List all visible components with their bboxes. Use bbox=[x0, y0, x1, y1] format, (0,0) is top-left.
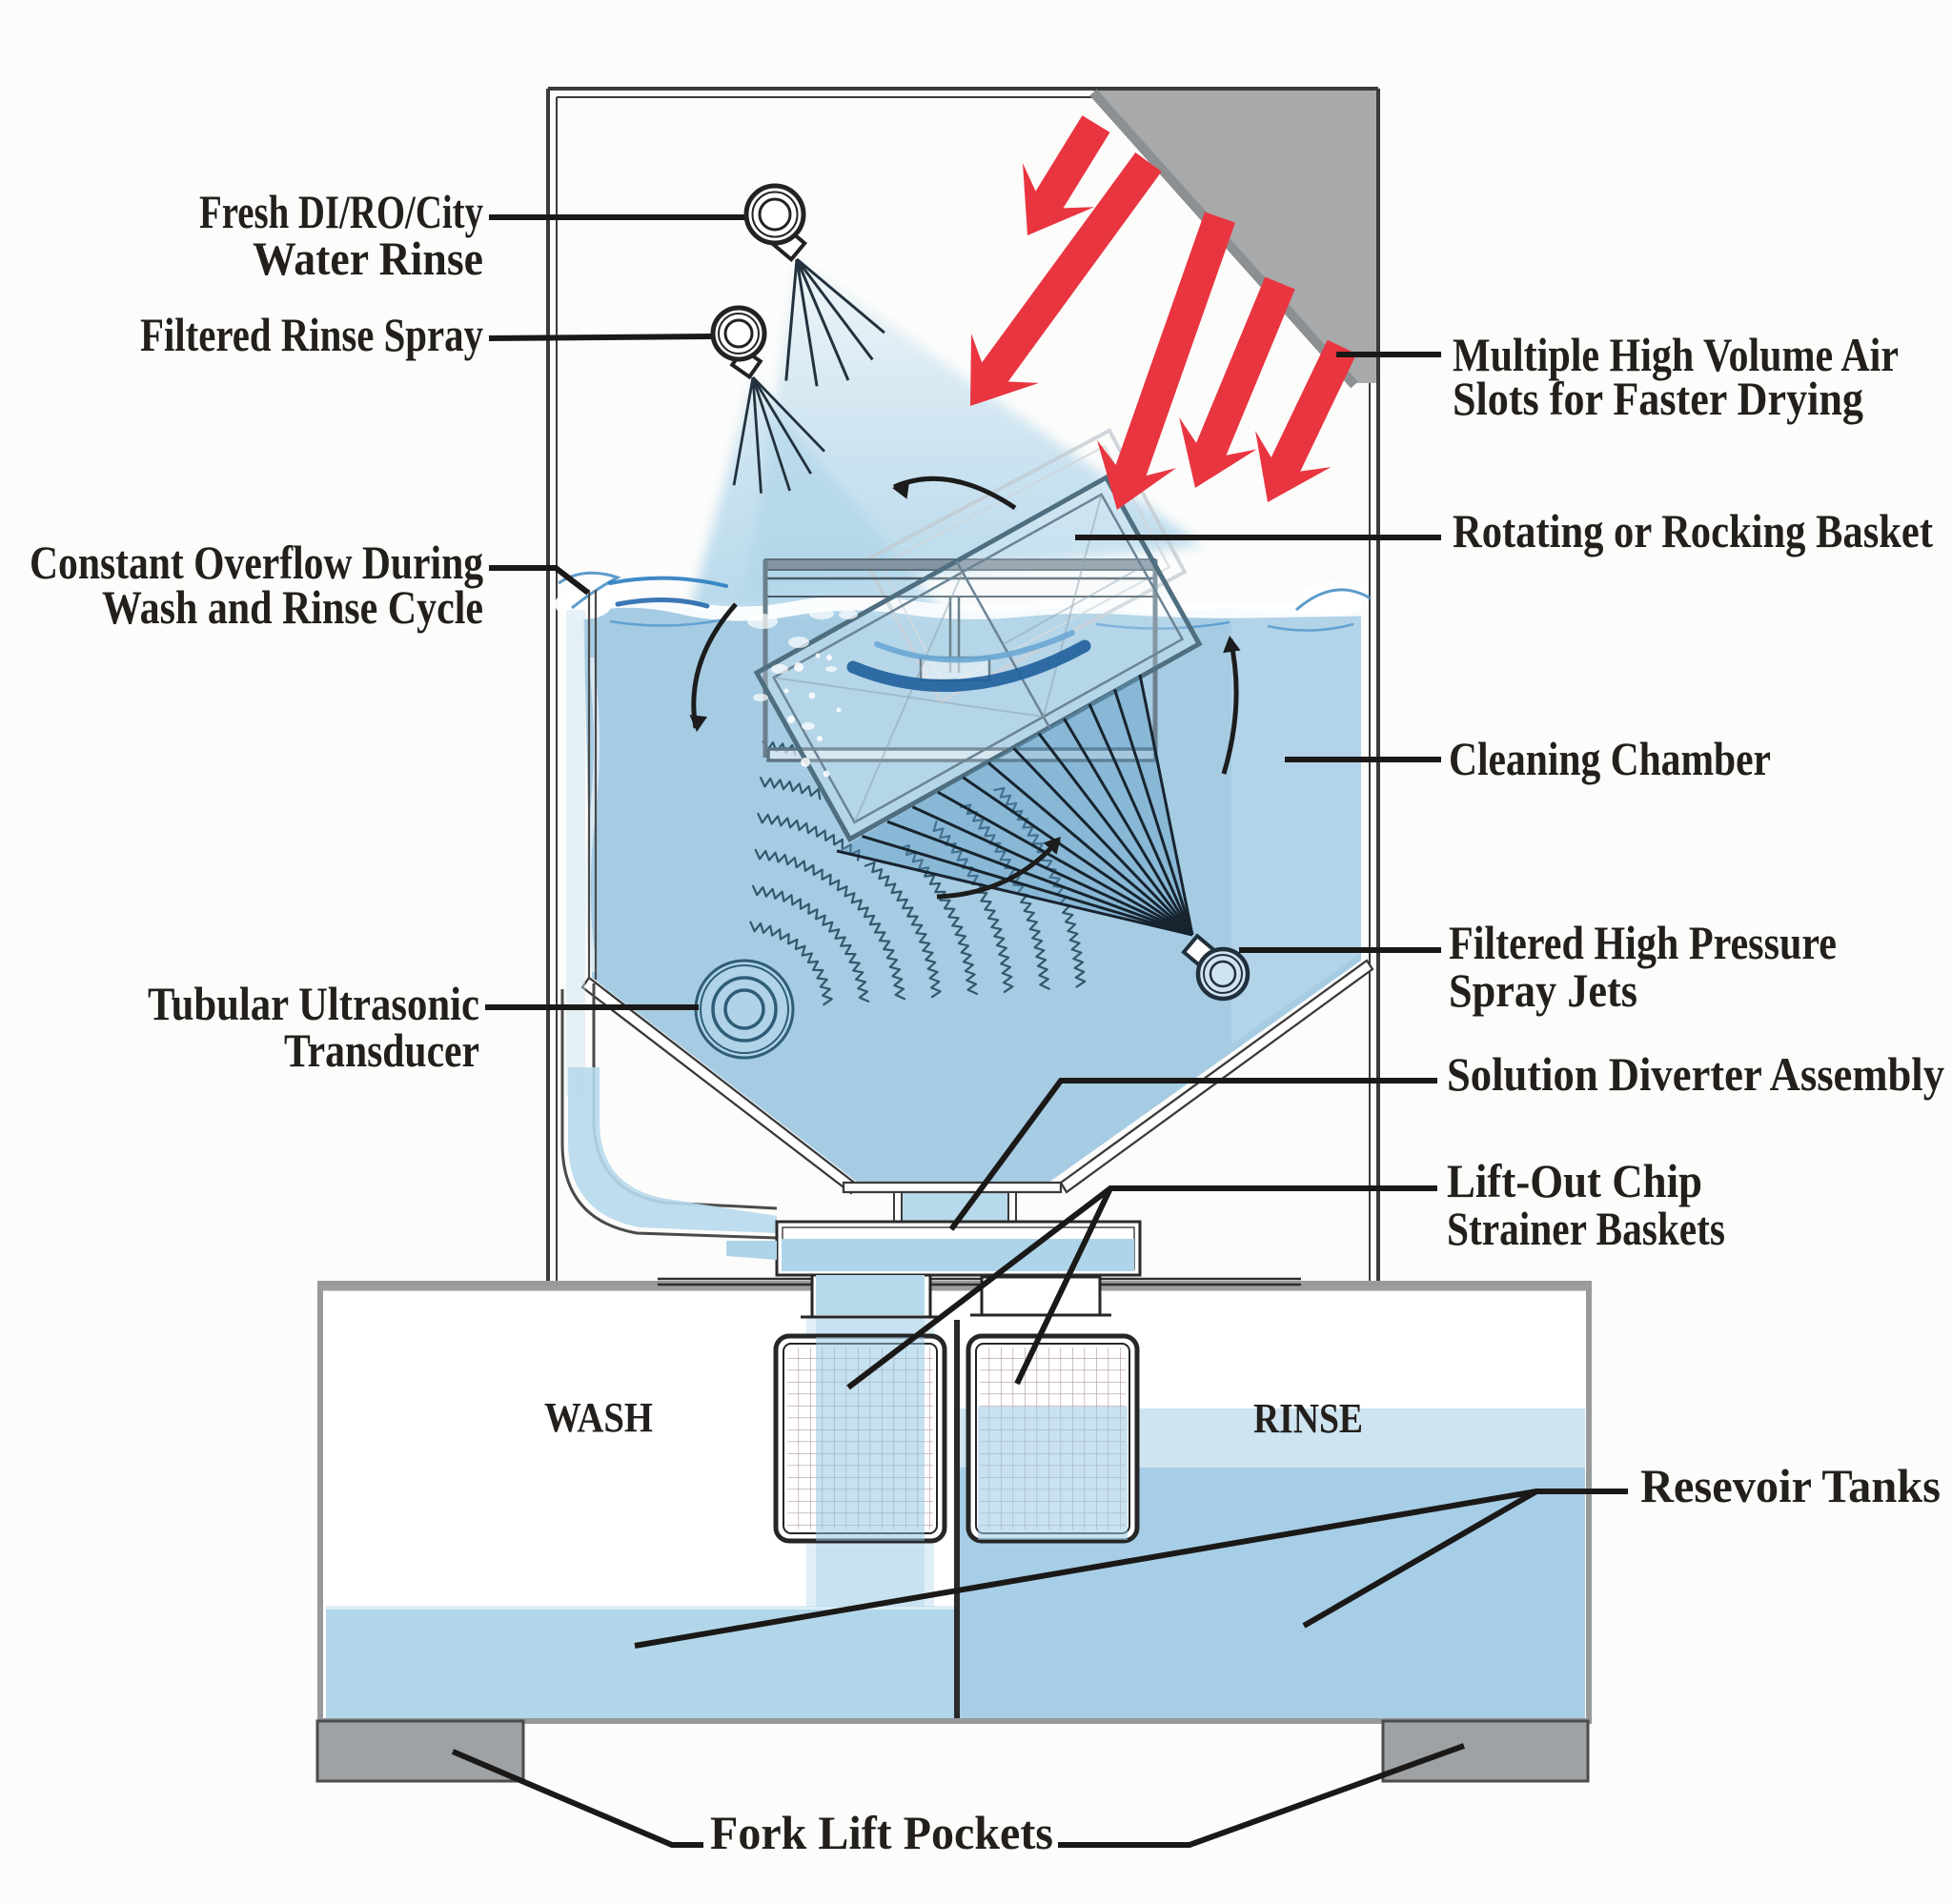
svg-text:Multiple High Volume Air: Multiple High Volume Air bbox=[1453, 328, 1899, 381]
svg-text:Resevoir Tanks: Resevoir Tanks bbox=[1640, 1459, 1941, 1512]
svg-text:Constant Overflow During: Constant Overflow During bbox=[30, 536, 483, 589]
svg-text:RINSE: RINSE bbox=[1253, 1395, 1363, 1442]
svg-text:Wash and Rinse Cycle: Wash and Rinse Cycle bbox=[102, 580, 483, 634]
svg-text:WASH: WASH bbox=[544, 1394, 653, 1441]
svg-text:Filtered High Pressure: Filtered High Pressure bbox=[1449, 916, 1837, 969]
svg-text:Filtered Rinse Spray: Filtered Rinse Spray bbox=[140, 308, 483, 361]
svg-text:Slots for Faster Drying: Slots for Faster Drying bbox=[1453, 372, 1863, 425]
svg-text:Rotating or Rocking Basket: Rotating or Rocking Basket bbox=[1453, 504, 1933, 557]
svg-text:Solution Diverter Assembly: Solution Diverter Assembly bbox=[1447, 1047, 1944, 1101]
svg-text:Lift-Out Chip: Lift-Out Chip bbox=[1447, 1154, 1702, 1207]
svg-text:Tubular Ultrasonic: Tubular Ultrasonic bbox=[148, 977, 479, 1030]
svg-text:Cleaning Chamber: Cleaning Chamber bbox=[1449, 732, 1771, 785]
svg-text:Spray Jets: Spray Jets bbox=[1449, 963, 1637, 1017]
svg-text:Water Rinse: Water Rinse bbox=[253, 232, 483, 285]
svg-text:Fresh DI/RO/City: Fresh DI/RO/City bbox=[199, 185, 483, 238]
svg-text:Transducer: Transducer bbox=[284, 1023, 479, 1077]
svg-text:Strainer Baskets: Strainer Baskets bbox=[1447, 1202, 1725, 1255]
svg-text:Fork Lift Pockets: Fork Lift Pockets bbox=[710, 1806, 1053, 1859]
